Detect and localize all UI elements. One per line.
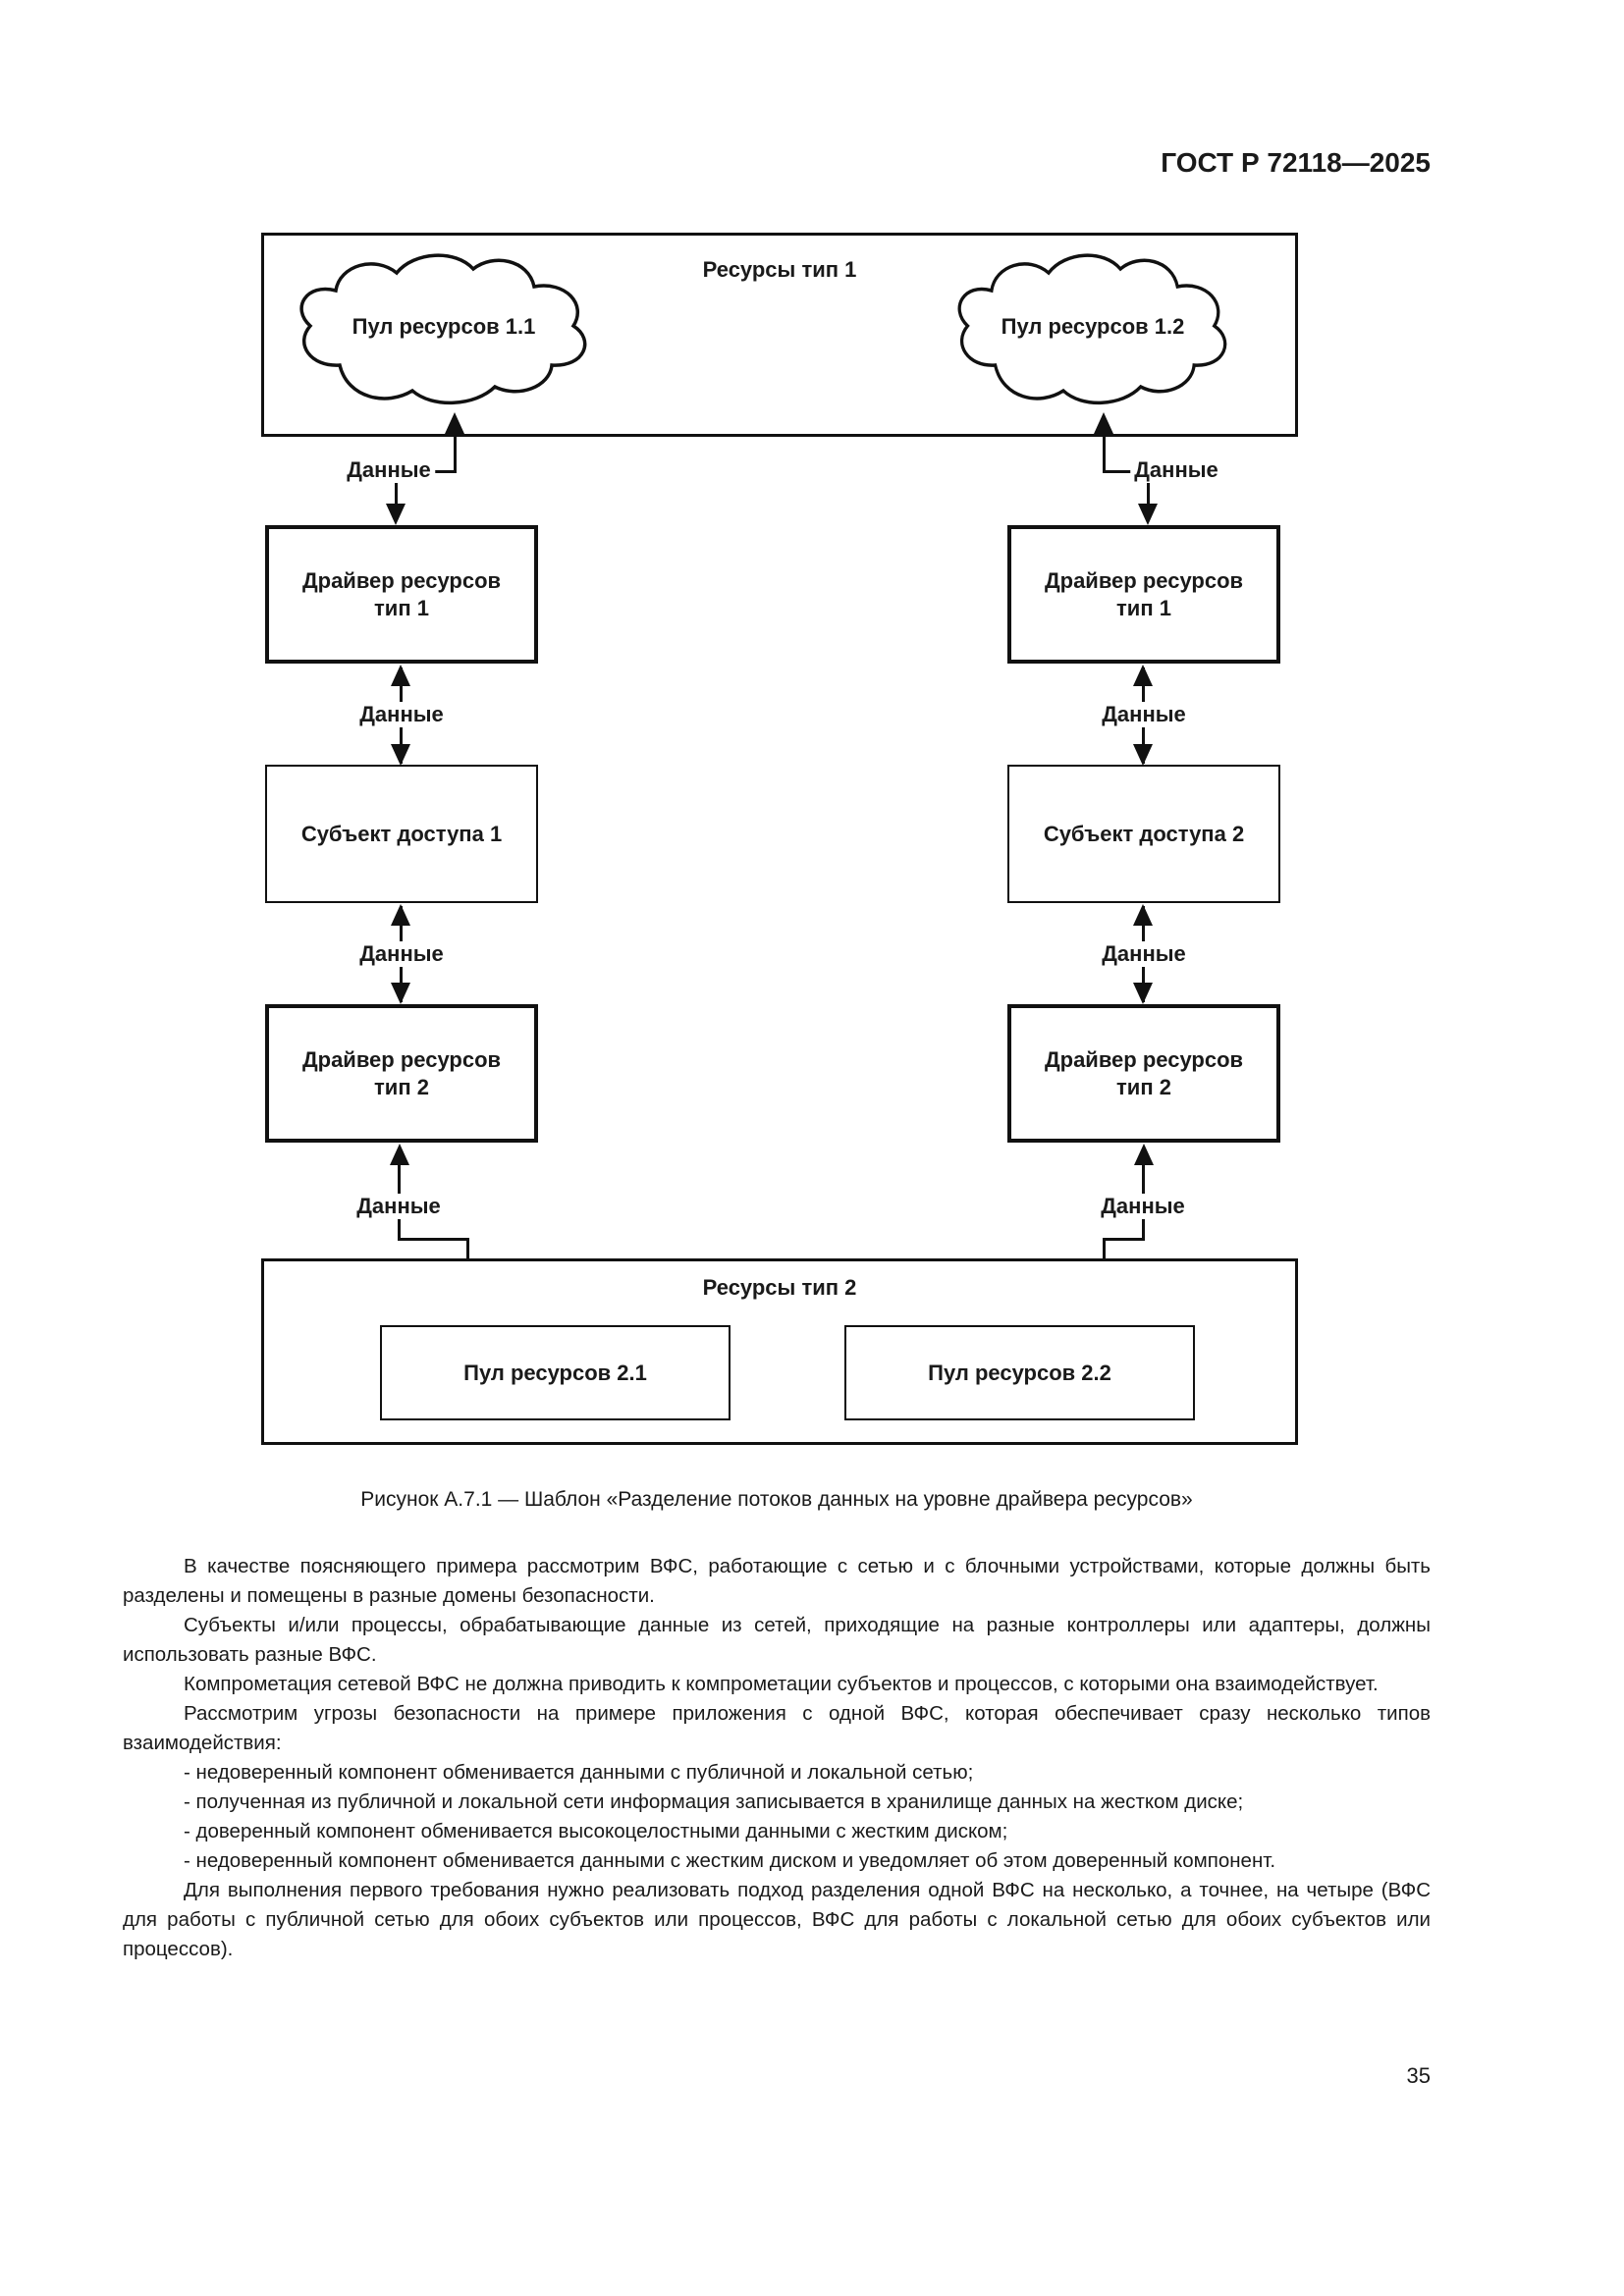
resources-type2-label: Ресурсы тип 2 <box>702 1275 857 1300</box>
arrowhead-down-icon <box>1133 983 1153 1004</box>
arrowhead-up-icon <box>1133 904 1153 926</box>
arrowhead-up-icon <box>390 1144 409 1165</box>
arrowhead-down-icon <box>391 744 410 766</box>
access-subject-1-box: Субъект доступа 1 <box>265 765 538 903</box>
driver-type1-label-line2: тип 1 <box>1116 595 1171 620</box>
cloud-shape-icon <box>299 253 587 404</box>
resource-pool-2-2-label: Пул ресурсов 2.2 <box>928 1360 1111 1385</box>
page-number: 35 <box>1406 2063 1431 2088</box>
data-flow-label: Данные <box>343 457 435 483</box>
driver-type2-right-box: Драйвер ресурсов тип 2 <box>1007 1004 1280 1143</box>
arrowhead-down-icon <box>386 504 406 525</box>
connector-line <box>395 483 398 507</box>
paragraph: Компрометация сетевой ВФС не должна прив… <box>184 1673 1379 1695</box>
cloud-shape-icon <box>957 253 1227 404</box>
paragraph: В качестве поясняющего примера рассмотри… <box>123 1555 1431 1607</box>
resource-pool-1-1-cloud: Пул ресурсов 1.1 <box>287 247 601 419</box>
paragraph: Субъекты и/или процессы, обрабатывающие … <box>123 1614 1431 1666</box>
connector-line <box>454 432 457 473</box>
driver-type1-label-line2: тип 1 <box>374 595 429 620</box>
list-item: - недоверенный компонент обменивается да… <box>184 1761 974 1784</box>
connector-line <box>398 1238 469 1241</box>
connector-line <box>430 470 457 473</box>
driver-type2-label-line2: тип 2 <box>374 1074 429 1099</box>
connector-line <box>1104 470 1133 473</box>
access-subject-2-box: Субъект доступа 2 <box>1007 765 1280 903</box>
resource-pool-1-2-cloud: Пул ресурсов 1.2 <box>946 247 1240 419</box>
driver-type1-right-box: Драйвер ресурсов тип 1 <box>1007 525 1280 664</box>
driver-type2-left-box: Драйвер ресурсов тип 2 <box>265 1004 538 1143</box>
arrowhead-up-icon <box>1133 665 1153 686</box>
data-flow-label: Данные <box>355 702 448 727</box>
body-text: В качестве поясняющего примера рассмотри… <box>123 1552 1431 1964</box>
data-flow-label: Данные <box>1098 702 1190 727</box>
access-subject-1-label: Субъект доступа 1 <box>300 821 503 846</box>
driver-type2-label-line1: Драйвер ресурсов <box>301 1046 502 1072</box>
driver-type2-label-line1: Драйвер ресурсов <box>1044 1046 1244 1072</box>
arrowhead-down-icon <box>391 983 410 1004</box>
list-item: - полученная из публичной и локальной се… <box>184 1790 1244 1813</box>
driver-type2-label-line2: тип 2 <box>1116 1074 1171 1099</box>
data-flow-label: Данные <box>1097 1194 1189 1219</box>
resource-pool-1-2-label: Пул ресурсов 1.2 <box>1001 313 1185 339</box>
data-flow-label: Данные <box>1098 941 1190 967</box>
resource-pool-2-1-box: Пул ресурсов 2.1 <box>380 1325 731 1420</box>
arrowhead-up-icon <box>391 904 410 926</box>
resources-type1-label: Ресурсы тип 1 <box>702 257 857 282</box>
data-flow-label: Данные <box>355 941 448 967</box>
access-subject-2-label: Субъект доступа 2 <box>1043 821 1245 846</box>
paragraph: Рассмотрим угрозы безопасности на пример… <box>123 1702 1431 1754</box>
figure-caption: Рисунок А.7.1 — Шаблон «Разделение поток… <box>360 1488 1193 1511</box>
connector-line <box>1104 1238 1145 1241</box>
arrowhead-down-icon <box>1138 504 1158 525</box>
arrowhead-down-icon <box>1133 744 1153 766</box>
resource-pool-2-2-box: Пул ресурсов 2.2 <box>844 1325 1195 1420</box>
list-item: - недоверенный компонент обменивается да… <box>184 1849 1276 1872</box>
driver-type1-label-line1: Драйвер ресурсов <box>301 567 502 593</box>
arrowhead-up-icon <box>391 665 410 686</box>
list-item: - доверенный компонент обменивается высо… <box>184 1820 1008 1842</box>
resource-pool-2-1-label: Пул ресурсов 2.1 <box>463 1360 647 1385</box>
data-flow-label: Данные <box>352 1194 445 1219</box>
arrowhead-up-icon <box>1134 1144 1154 1165</box>
paragraph: Для выполнения первого требования нужно … <box>123 1879 1431 1960</box>
arrowhead-up-icon <box>1094 412 1113 434</box>
driver-type1-left-box: Драйвер ресурсов тип 1 <box>265 525 538 664</box>
connector-line <box>1103 432 1106 473</box>
connector-line <box>1147 483 1150 507</box>
resource-pool-1-1-label: Пул ресурсов 1.1 <box>352 313 536 339</box>
document-code: ГОСТ Р 72118—2025 <box>1161 147 1431 178</box>
arrowhead-up-icon <box>445 412 464 434</box>
data-flow-label: Данные <box>1130 457 1222 483</box>
driver-type1-label-line1: Драйвер ресурсов <box>1044 567 1244 593</box>
